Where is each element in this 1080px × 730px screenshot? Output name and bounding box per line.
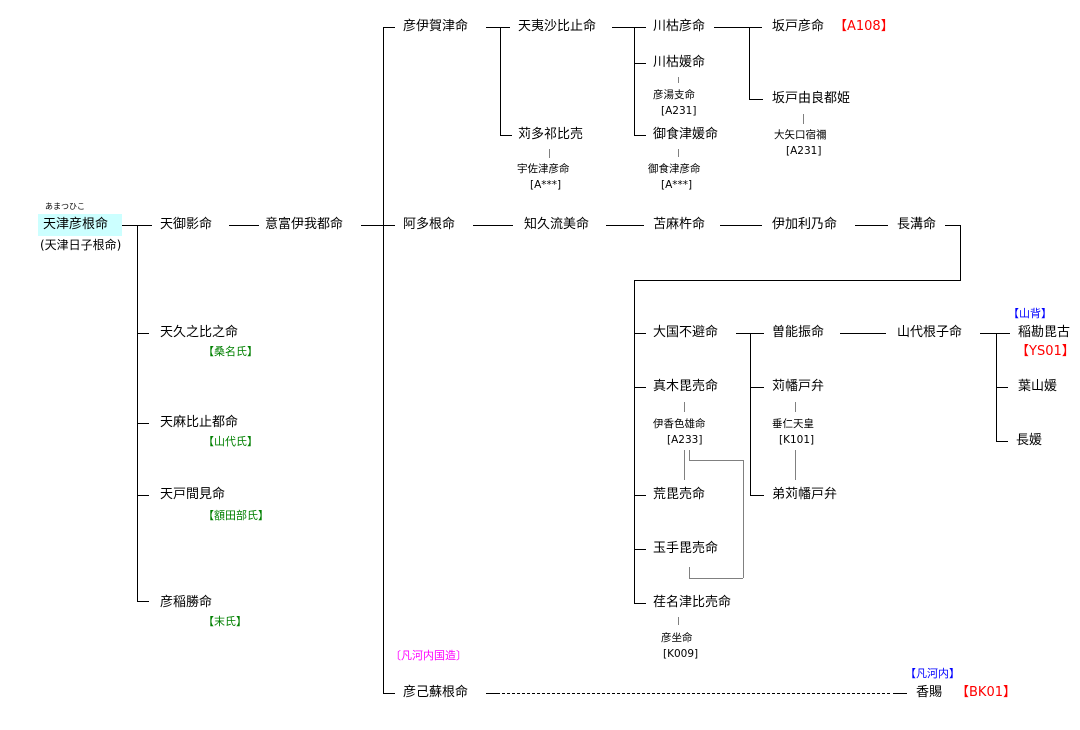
person-karihatatobe[interactable]: 苅幡戸弁 (772, 379, 825, 394)
person-nagamizo[interactable]: 長溝命 (897, 217, 937, 232)
person-okuni[interactable]: 大国不避命 (653, 325, 719, 340)
person-inasuki[interactable]: 稲勘毘古 (1018, 325, 1071, 340)
code-label: [A231] (661, 105, 697, 117)
code-label: [A***] (661, 179, 693, 191)
person-hikoyuki[interactable]: 彦湯支命 (653, 89, 695, 101)
person-oyaguchi[interactable]: 大矢口宿禰 (774, 129, 827, 141)
person-hayamahime[interactable]: 葉山媛 (1018, 379, 1058, 394)
clan-label: 【額田部氏】 (203, 509, 269, 522)
person-ototokarihatatobe[interactable]: 弟苅幡戸弁 (772, 487, 838, 502)
clan-label: 【末氏】 (203, 615, 247, 628)
person-arahime[interactable]: 荒毘売命 (653, 487, 706, 502)
person-makihime[interactable]: 真木毘売命 (653, 379, 719, 394)
region-label: 【山背】 (1008, 307, 1052, 320)
code-label: [K101] (779, 434, 815, 446)
code-label: [K009] (663, 648, 699, 660)
person-oifuigatsu[interactable]: 意富伊我都命 (265, 217, 344, 232)
person-atane[interactable]: 阿多根命 (403, 217, 456, 232)
clan-label: 【桑名氏】 (203, 345, 258, 358)
person-enatsuhime[interactable]: 荏名津比売命 (653, 595, 732, 610)
person-amenomahito[interactable]: 天麻比止都命 (160, 415, 239, 430)
person-sonofuri[interactable]: 曽能振命 (772, 325, 825, 340)
code-badge: 【YS01】 (1016, 344, 1075, 359)
code-label: [A233] (667, 434, 703, 446)
person-ikagashikoo[interactable]: 伊香色雄命 (653, 418, 706, 430)
person-yamashironeko[interactable]: 山代根子命 (897, 325, 963, 340)
person-amenotomami[interactable]: 天戸間見命 (160, 487, 226, 502)
person-usatsuhiko[interactable]: 宇佐津彦命 (517, 163, 570, 175)
person-suinin[interactable]: 垂仁天皇 (772, 418, 814, 430)
code-label: [A***] (530, 179, 562, 191)
region-label: 【凡河内】 (905, 667, 960, 680)
person-hikoinakachi[interactable]: 彦稲勝命 (160, 595, 213, 610)
person-hikoimasu[interactable]: 彦坐命 (661, 632, 693, 644)
code-label: [A231] (786, 145, 822, 157)
person-hikoigatsu[interactable]: 彦伊賀津命 (403, 19, 469, 34)
person-tenisahito[interactable]: 天夷沙比止命 (518, 19, 597, 34)
person-hikokosone[interactable]: 彦己蘇根命 (403, 685, 469, 700)
clan-label: 【山代氏】 (203, 435, 258, 448)
person-nagahime[interactable]: 長媛 (1016, 433, 1043, 448)
person-tamatehime[interactable]: 玉手毘売命 (653, 541, 719, 556)
person-sakatoyura[interactable]: 坂戸由良都姫 (772, 91, 851, 106)
kuninomiyatsuko-label: 〔凡河内国造〕 (390, 649, 467, 662)
person-mikecuhiko[interactable]: 御食津彦命 (648, 163, 701, 175)
person-chikurumi[interactable]: 知久流美命 (524, 217, 590, 232)
person-tomaki[interactable]: 苫麻杵命 (653, 217, 706, 232)
person-sakatohiko[interactable]: 坂戸彦命 (772, 19, 825, 34)
root-alias: (天津日子根命) (40, 238, 122, 252)
root-ruby: あまつひこ (45, 202, 85, 211)
person-mikecuhime[interactable]: 御食津媛命 (653, 127, 719, 142)
code-badge: 【A108】 (834, 19, 894, 34)
person-karitakehime[interactable]: 苅多祁比売 (518, 127, 584, 142)
code-badge: 【BK01】 (956, 685, 1016, 700)
person-kawakarehiko[interactable]: 川枯彦命 (653, 19, 706, 34)
person-kawakarehime[interactable]: 川枯媛命 (653, 55, 706, 70)
root-person[interactable]: 天津彦根命 (43, 217, 109, 232)
root-highlight (38, 214, 122, 236)
person-amenokuhi[interactable]: 天久之比之命 (160, 325, 239, 340)
person-kagashi[interactable]: 香賜 (916, 685, 943, 700)
person-amenomikage[interactable]: 天御影命 (160, 217, 213, 232)
person-ikarino[interactable]: 伊加利乃命 (772, 217, 838, 232)
